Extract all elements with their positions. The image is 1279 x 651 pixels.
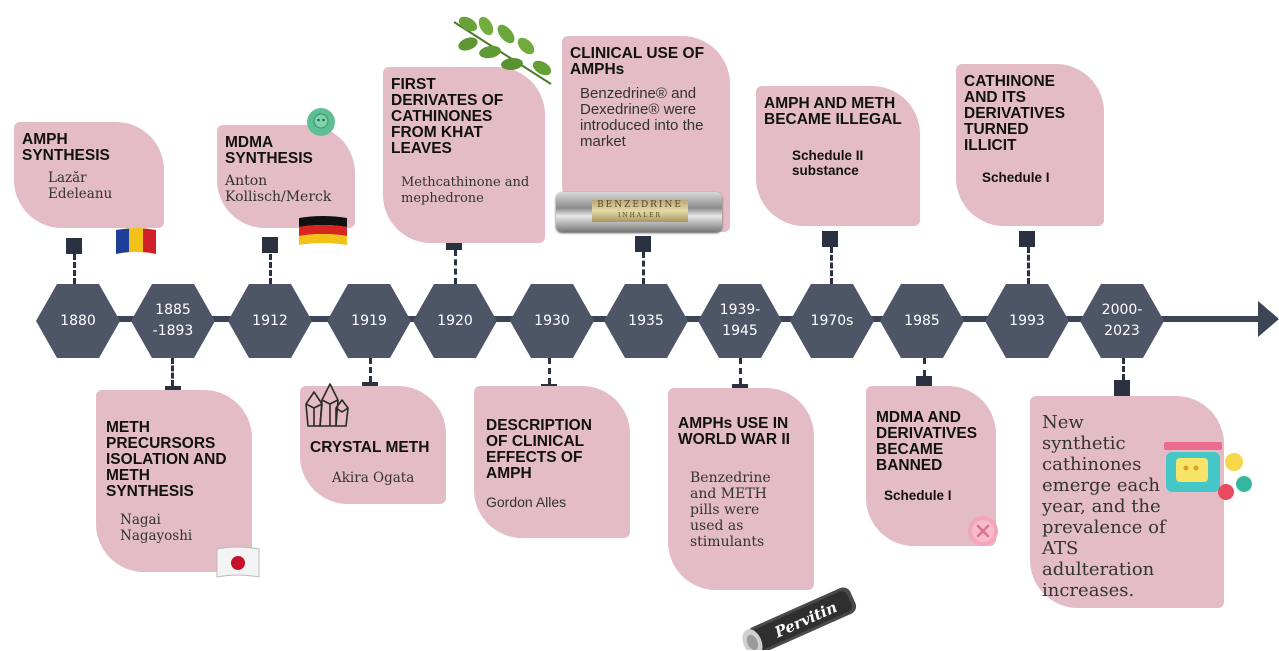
event-card-1970s: AMPH AND METH BECAME ILLEGAL Schedule II… (756, 86, 920, 226)
year-label: 1930 (534, 312, 570, 329)
pill-icon (307, 108, 335, 136)
connector (642, 252, 645, 284)
event-body: Benzedrine and METH pills were used as s… (690, 470, 771, 550)
year-hexagon-1919: 1919 (327, 284, 411, 358)
event-body: New synthetic cathinones emerge each yea… (1042, 412, 1166, 601)
marker-square (822, 231, 838, 247)
year-hexagon-1912: 1912 (228, 284, 312, 358)
event-card-1939: AMPHs USE IN WORLD WAR II Benzedrine and… (668, 388, 814, 590)
year-label: 2000-2023 (1101, 302, 1143, 339)
year-label: 1920 (437, 312, 473, 329)
event-title: MDMA AND DERIVATIVES BECAME BANNED (876, 409, 978, 474)
year-hexagon-1970s: 1970s (790, 284, 874, 358)
romania-flag (116, 228, 156, 254)
year-hexagon-1939: 1939-1945 (698, 284, 782, 358)
ecstasy-pill-icon (968, 516, 998, 546)
event-title: AMPHs USE IN WORLD WAR II (678, 415, 790, 448)
year-label: 1912 (252, 312, 288, 329)
year-hexagon-1930: 1930 (510, 284, 594, 358)
inhaler-sublabel: INHALER (617, 212, 663, 219)
event-body: Benzedrine® and Dexedrine® were introduc… (580, 85, 704, 150)
year-label: 1970s (810, 312, 854, 329)
connector (548, 358, 551, 384)
year-hexagon-1985: 1985 (880, 284, 964, 358)
year-hexagon-1935: 1935 (604, 284, 688, 358)
event-body: Nagai Nagayoshi (120, 512, 193, 544)
year-label: 1885 -1893 (152, 302, 194, 339)
connector (739, 358, 742, 384)
event-card-1880: AMPH SYNTHESIS Lazăr Edeleanu (14, 122, 164, 228)
year-hexagon-2000: 2000-2023 (1080, 284, 1164, 358)
connector (269, 254, 272, 284)
connector (171, 358, 174, 386)
event-body: Schedule I (982, 170, 1050, 185)
event-body: Lazăr Edeleanu (48, 170, 113, 202)
event-card-1920: FIRST DERIVATES OF CATHINONES FROM KHAT … (383, 67, 545, 243)
benzedrine-inhaler-icon: BENZEDRINE INHALER (556, 192, 722, 232)
year-label: 1993 (1009, 312, 1045, 329)
connector (830, 247, 833, 284)
marker-square (66, 238, 82, 254)
marker-square (1019, 231, 1035, 247)
marker-square (635, 236, 651, 252)
connector (454, 250, 457, 284)
event-title: AMPH SYNTHESIS (22, 131, 110, 164)
event-body: Akira Ogata (332, 470, 415, 486)
event-body: Anton Kollisch/Merck (225, 173, 332, 205)
event-body: Methcathinone and mephedrone (401, 175, 530, 206)
event-card-1930: DESCRIPTION OF CLINICAL EFFECTS OF AMPH … (474, 386, 630, 538)
japan-flag (216, 546, 260, 578)
pervitin-tube-icon: Pervitin (742, 587, 857, 650)
year-hexagon-1920: 1920 (413, 284, 497, 358)
crystal-icon (305, 383, 349, 427)
event-title: FIRST DERIVATES OF CATHINONES FROM KHAT … (391, 76, 504, 157)
event-title: MDMA SYNTHESIS (225, 134, 313, 167)
event-card-1993: CATHINONE AND ITS DERIVATIVES TURNED ILL… (956, 64, 1104, 226)
marker-square (1114, 380, 1130, 396)
event-title: DESCRIPTION OF CLINICAL EFFECTS OF AMPH (486, 417, 592, 482)
bath-salts-icon (1164, 442, 1252, 500)
event-card-2000: New synthetic cathinones emerge each yea… (1030, 396, 1224, 608)
year-label: 1880 (60, 312, 96, 329)
event-body: Gordon Alles (486, 494, 567, 510)
event-card-1912: MDMA SYNTHESIS Anton Kollisch/Merck (217, 125, 355, 228)
connector (1122, 358, 1125, 380)
year-label: 1985 (904, 312, 940, 329)
event-body: Schedule I (884, 488, 952, 503)
connector (1027, 247, 1030, 284)
connector (73, 254, 76, 284)
year-hexagon-1885: 1885 -1893 (131, 284, 215, 358)
event-body: Schedule II substance (792, 148, 864, 178)
year-label: 1939-1945 (719, 302, 761, 339)
germany-flag (299, 216, 347, 245)
timeline-arrowhead (1258, 301, 1279, 337)
event-title: METH PRECURSORS ISOLATION AND METH SYNTH… (106, 419, 227, 500)
year-label: 1935 (628, 312, 664, 329)
event-card-1919: CRYSTAL METH Akira Ogata (300, 386, 446, 504)
year-label: 1919 (351, 312, 387, 329)
year-hexagon-1993: 1993 (985, 284, 1069, 358)
connector (369, 358, 372, 382)
inhaler-label: BENZEDRINE (597, 200, 683, 210)
event-title: CATHINONE AND ITS DERIVATIVES TURNED ILL… (964, 73, 1066, 154)
event-title: CLINICAL USE OF AMPHs (570, 45, 705, 78)
event-title: AMPH AND METH BECAME ILLEGAL (764, 95, 902, 128)
khat-leaves-icon (453, 16, 552, 85)
year-hexagon-1880: 1880 (36, 284, 120, 358)
event-card-1885: METH PRECURSORS ISOLATION AND METH SYNTH… (96, 390, 252, 572)
marker-square (262, 237, 278, 253)
connector (923, 358, 926, 376)
event-title: CRYSTAL METH (310, 439, 430, 456)
